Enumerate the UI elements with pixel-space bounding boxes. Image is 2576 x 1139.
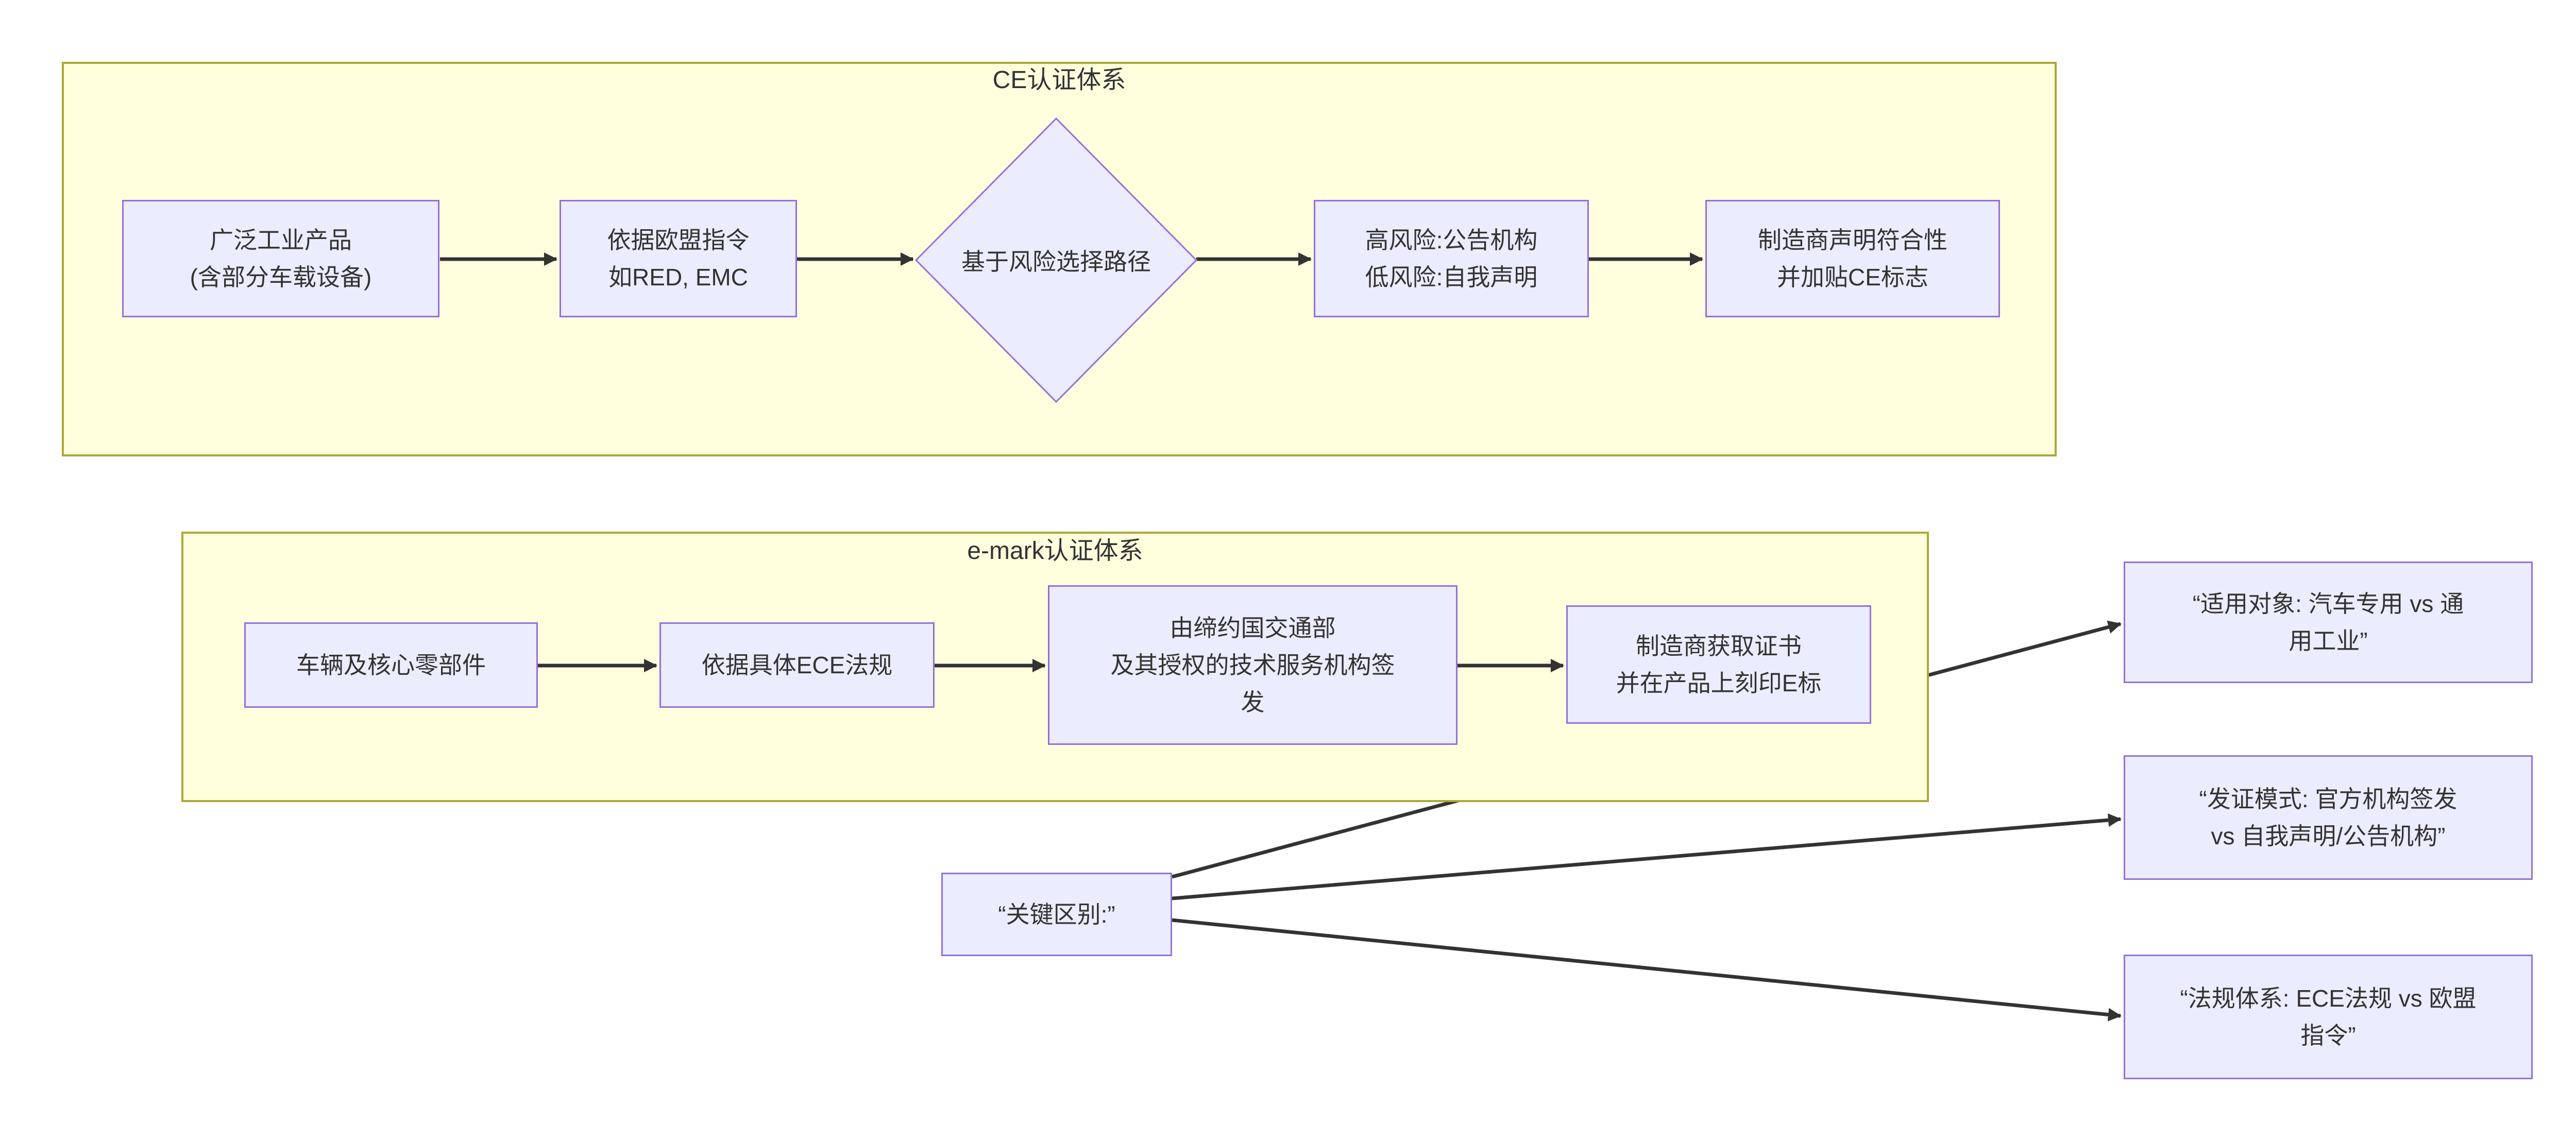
node-label-line: 用工业” [2289, 627, 2368, 654]
node-label-line: 基于风险选择路径 [961, 248, 1151, 275]
node-certificate-emark: 制造商获取证书 并在产品上刻印E标 [1566, 605, 1871, 724]
node-eu-directives: 依据欧盟指令 如RED, EMC [560, 200, 797, 317]
node-label-line: vs 自我声明/公告机构” [2211, 823, 2446, 849]
edge-keydiff-to-issuingmode [1172, 813, 2122, 900]
node-label-line: “适用对象: 汽车专用 vs 通 [2192, 590, 2464, 617]
node-label-line: 并加贴CE标志 [1777, 264, 1928, 291]
node-label-line: 制造商获取证书 [1636, 633, 1802, 659]
node-label-line: 依据欧盟指令 [607, 227, 750, 253]
node-label-line: “法规体系: ECE法规 vs 欧盟 [2180, 985, 2477, 1012]
node-broad-industrial-products: 广泛工业产品 (含部分车载设备) [122, 200, 439, 317]
node-label-line: 及其授权的技术服务机构签 [1110, 652, 1395, 678]
node-diff-scope: “适用对象: 汽车专用 vs 通 用工业” [2124, 562, 2533, 683]
node-label-line: (含部分车载设备) [190, 264, 372, 291]
node-label-line: “关键区别:” [998, 901, 1115, 928]
cluster-ce-title: CE认证体系 [992, 66, 1126, 94]
node-label-line: 车辆及核心零部件 [296, 652, 486, 678]
node-label-line: 由缔约国交通部 [1170, 615, 1336, 641]
node-key-differences: “关键区别:” [941, 873, 1172, 956]
decision-diamond-shape [914, 117, 1198, 403]
node-ce-marking: 制造商声明符合性 并加贴CE标志 [1705, 200, 2000, 317]
node-label-line: 制造商声明符合性 [1758, 227, 1947, 253]
edge-keydiff-to-regulation [1172, 918, 2122, 1022]
node-label-line: 高风险:公告机构 [1365, 227, 1538, 253]
node-high-low-risk: 高风险:公告机构 低风险:自我声明 [1314, 200, 1589, 317]
node-label-line: 发 [1241, 689, 1265, 716]
cluster-emark-title: e-mark认证体系 [967, 537, 1143, 565]
node-ece-regulation: 依据具体ECE法规 [659, 622, 935, 708]
node-label-line: 依据具体ECE法规 [701, 652, 893, 678]
node-label-line: 低风险:自我声明 [1365, 264, 1538, 291]
node-issuing-authority: 由缔约国交通部 及其授权的技术服务机构签 发 [1048, 585, 1458, 745]
node-vehicle-parts: 车辆及核心零部件 [244, 622, 538, 708]
node-diff-regulation-system: “法规体系: ECE法规 vs 欧盟 指令” [2124, 955, 2533, 1079]
node-label-line: 广泛工业产品 [210, 227, 352, 253]
node-label-line: 并在产品上刻印E标 [1616, 670, 1822, 696]
decision-risk-path: 基于风险选择路径 [916, 118, 1196, 402]
node-label-line: 指令” [2300, 1022, 2356, 1049]
node-diff-issuing-mode: “发证模式: 官方机构签发 vs 自我声明/公告机构” [2124, 755, 2533, 880]
node-label-line: 如RED, EMC [608, 264, 748, 291]
node-label-line: “发证模式: 官方机构签发 [2199, 786, 2458, 812]
